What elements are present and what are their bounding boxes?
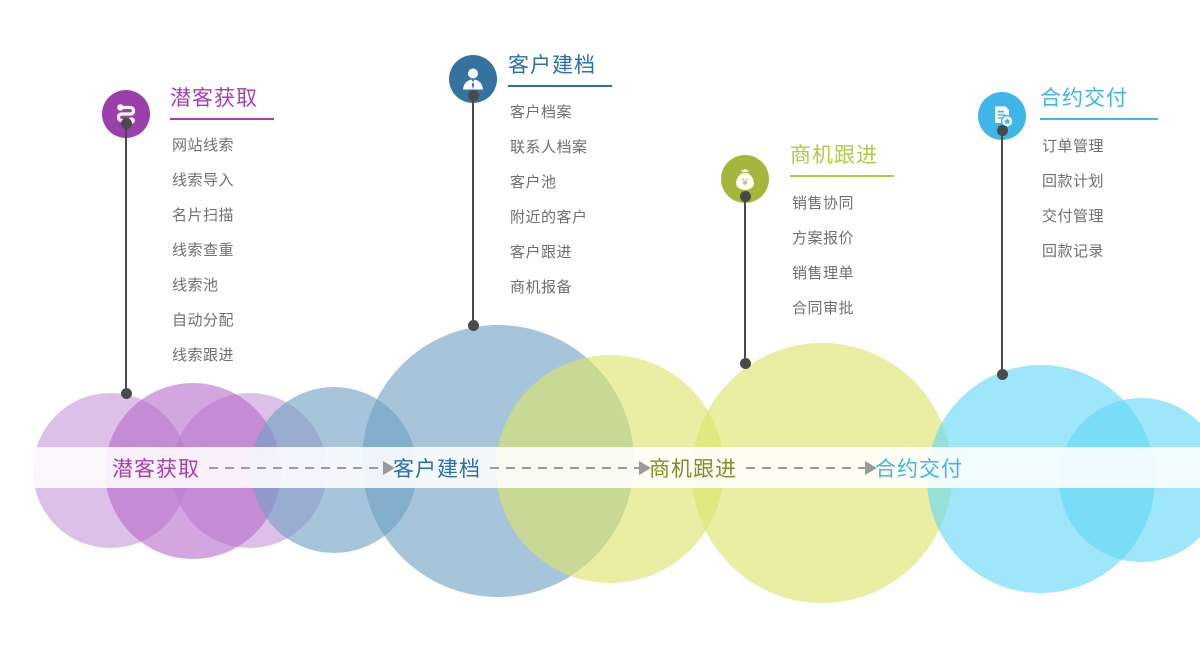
connector-dot-bottom [120,388,132,399]
flow-arrow-1 [209,460,395,475]
person-tie-icon [463,68,483,90]
flow-arrow-2 [490,460,651,475]
list-item[interactable]: 合同审批 [792,300,855,317]
stage-title-opportunity: 商机跟进 [790,144,878,167]
svg-text:¥: ¥ [741,178,748,189]
list-item[interactable]: 回款记录 [1042,243,1105,260]
flow-bar: 潜客获取 客户建档 商机跟进 合约交付 [0,447,1200,488]
flow-arrow-3 [746,460,877,475]
stage-title-rule-customer [508,85,612,87]
connector-dot-bottom [467,320,479,331]
list-item[interactable]: 商机报备 [510,279,573,296]
arrowhead-icon [865,460,877,475]
list-item[interactable]: 名片扫描 [172,207,235,224]
list-item[interactable]: 交付管理 [1042,208,1105,225]
list-item[interactable]: 自动分配 [172,312,235,329]
stage-item-list-opportunity: 销售协同 方案报价 销售理单 合同审批 [792,196,854,336]
money-bag-icon-badge[interactable]: ¥ [721,155,769,203]
connector-dot-top [996,125,1008,136]
stage-title-lead: 潜客获取 [170,87,258,110]
list-item[interactable]: 线索跟进 [172,347,235,364]
list-item[interactable]: 销售协同 [792,195,855,212]
list-item[interactable]: 网站线索 [172,137,235,154]
flow-step-label-1[interactable]: 潜客获取 [112,457,200,481]
list-item[interactable]: 线索池 [172,277,219,294]
connector-dot-top [739,191,751,202]
stage-title-contract: 合约交付 [1040,87,1128,110]
list-item[interactable]: 客户档案 [510,104,573,121]
connector-dot-top [120,118,132,129]
connector-line-opportunity [739,191,751,369]
list-item[interactable]: 线索查重 [172,242,235,259]
list-item[interactable]: 订单管理 [1042,138,1105,155]
list-item[interactable]: 回款计划 [1042,173,1105,190]
connector-dot-bottom [739,358,751,369]
stage-item-list-lead: 网站线索 线索导入 名片扫描 线索查重 线索池 自动分配 线索跟进 [172,138,234,383]
list-item[interactable]: 销售理单 [792,265,855,282]
document-star-icon [995,106,1014,128]
connector-dot-top [467,90,479,101]
list-item[interactable]: 线索导入 [172,172,235,189]
list-item[interactable]: 方案报价 [792,230,855,247]
connector-line-customer [467,90,479,331]
stage-title-rule-contract [1040,118,1158,120]
money-bag-icon: ¥ [736,168,754,190]
connector-line-lead [120,118,132,399]
stage-item-list-contract: 订单管理 回款计划 交付管理 回款记录 [1042,139,1104,279]
list-item[interactable]: 附近的客户 [510,209,588,226]
list-item[interactable]: 联系人档案 [510,139,588,156]
stage-title-rule-opportunity [790,175,894,177]
list-item[interactable]: 客户池 [510,174,557,191]
flow-step-label-2[interactable]: 客户建档 [393,457,481,481]
arrowhead-icon [639,460,651,475]
flow-step-label-4[interactable]: 合约交付 [875,457,963,481]
connector-dot-bottom [996,369,1008,380]
stage-title-customer: 客户建档 [508,54,596,77]
connector-line-contract [996,125,1008,380]
flow-step-label-3[interactable]: 商机跟进 [649,457,737,481]
arrowhead-icon [383,460,395,475]
stage-item-list-customer: 客户档案 联系人档案 客户池 附近的客户 客户跟进 商机报备 [510,105,588,315]
list-item[interactable]: 客户跟进 [510,244,573,261]
stage-title-rule-lead [170,118,274,120]
